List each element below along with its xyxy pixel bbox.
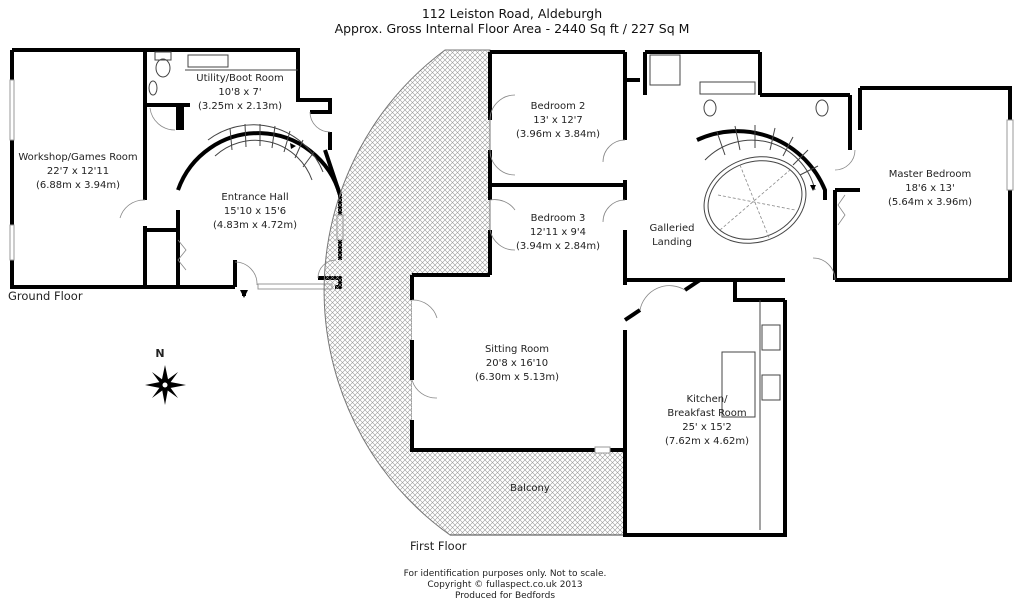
svg-text:(6.30m x 5.13m): (6.30m x 5.13m) — [475, 372, 559, 383]
svg-text:18'6 x 13': 18'6 x 13' — [905, 183, 955, 194]
svg-text:(3.25m x 2.13m): (3.25m x 2.13m) — [198, 101, 282, 112]
property-address: 112 Leiston Road, Aldeburgh — [422, 6, 602, 21]
svg-text:12'11 x 9'4: 12'11 x 9'4 — [530, 227, 586, 238]
svg-text:(6.88m x 3.94m): (6.88m x 3.94m) — [36, 180, 120, 191]
svg-text:Sitting Room: Sitting Room — [485, 344, 549, 355]
room-master-bedroom: Master Bedroom 18'6 x 13' (5.64m x 3.96m… — [888, 169, 972, 208]
svg-text:Utility/Boot Room: Utility/Boot Room — [196, 73, 283, 84]
room-kitchen: Kitchen/ Breakfast Room 25' x 15'2 (7.62… — [665, 394, 749, 447]
compass-rose-icon — [145, 365, 186, 405]
ground-floor-label: Ground Floor — [8, 289, 83, 303]
svg-text:Bedroom 3: Bedroom 3 — [531, 213, 586, 224]
svg-text:Bedroom 2: Bedroom 2 — [531, 101, 586, 112]
svg-text:Kitchen/: Kitchen/ — [687, 394, 729, 405]
entrance-arrow-icon — [240, 290, 248, 298]
room-bedroom-3: Bedroom 3 12'11 x 9'4 (3.94m x 2.84m) — [516, 213, 600, 252]
room-workshop: Workshop/Games Room 22'7 x 12'11 (6.88m … — [18, 152, 137, 191]
svg-text:Breakfast Room: Breakfast Room — [667, 408, 746, 419]
svg-text:(5.64m x 3.96m): (5.64m x 3.96m) — [888, 197, 972, 208]
room-bedroom-2: Bedroom 2 13' x 12'7 (3.96m x 3.84m) — [516, 101, 600, 140]
svg-text:10'8 x 7': 10'8 x 7' — [218, 87, 261, 98]
room-sitting-room: Sitting Room 20'8 x 16'10 (6.30m x 5.13m… — [475, 344, 559, 383]
svg-text:22'7 x 12'11: 22'7 x 12'11 — [47, 166, 109, 177]
first-floor-label: First Floor — [410, 539, 467, 553]
floor-area: Approx. Gross Internal Floor Area - 2440… — [335, 21, 690, 36]
copyright: Copyright © fullaspect.co.uk 2013 — [427, 580, 582, 590]
svg-text:(3.94m x 2.84m): (3.94m x 2.84m) — [516, 241, 600, 252]
svg-text:Landing: Landing — [652, 237, 692, 248]
disclaimer: For identification purposes only. Not to… — [404, 569, 607, 579]
svg-text:(4.83m x 4.72m): (4.83m x 4.72m) — [213, 220, 297, 231]
svg-text:13' x 12'7: 13' x 12'7 — [533, 115, 583, 126]
produced-for: Produced for Bedfords — [455, 591, 555, 601]
svg-text:Workshop/Games Room: Workshop/Games Room — [18, 152, 137, 163]
svg-text:15'10 x 15'6: 15'10 x 15'6 — [224, 206, 286, 217]
room-balcony: Balcony — [510, 483, 550, 494]
first-floor-plan — [323, 49, 1014, 537]
svg-text:20'8 x 16'10: 20'8 x 16'10 — [486, 358, 548, 369]
room-utility: Utility/Boot Room 10'8 x 7' (3.25m x 2.1… — [196, 73, 283, 112]
svg-text:(7.62m x 4.62m): (7.62m x 4.62m) — [665, 436, 749, 447]
svg-text:Galleried: Galleried — [650, 223, 695, 234]
room-galleried-landing: Galleried Landing — [650, 223, 695, 248]
compass-north-label: N — [155, 347, 164, 360]
svg-text:Entrance Hall: Entrance Hall — [221, 192, 288, 203]
svg-text:(3.96m x 3.84m): (3.96m x 3.84m) — [516, 129, 600, 140]
room-entrance-hall: Entrance Hall 15'10 x 15'6 (4.83m x 4.72… — [213, 192, 297, 231]
svg-text:Master Bedroom: Master Bedroom — [889, 169, 972, 180]
svg-text:25' x 15'2: 25' x 15'2 — [682, 422, 732, 433]
